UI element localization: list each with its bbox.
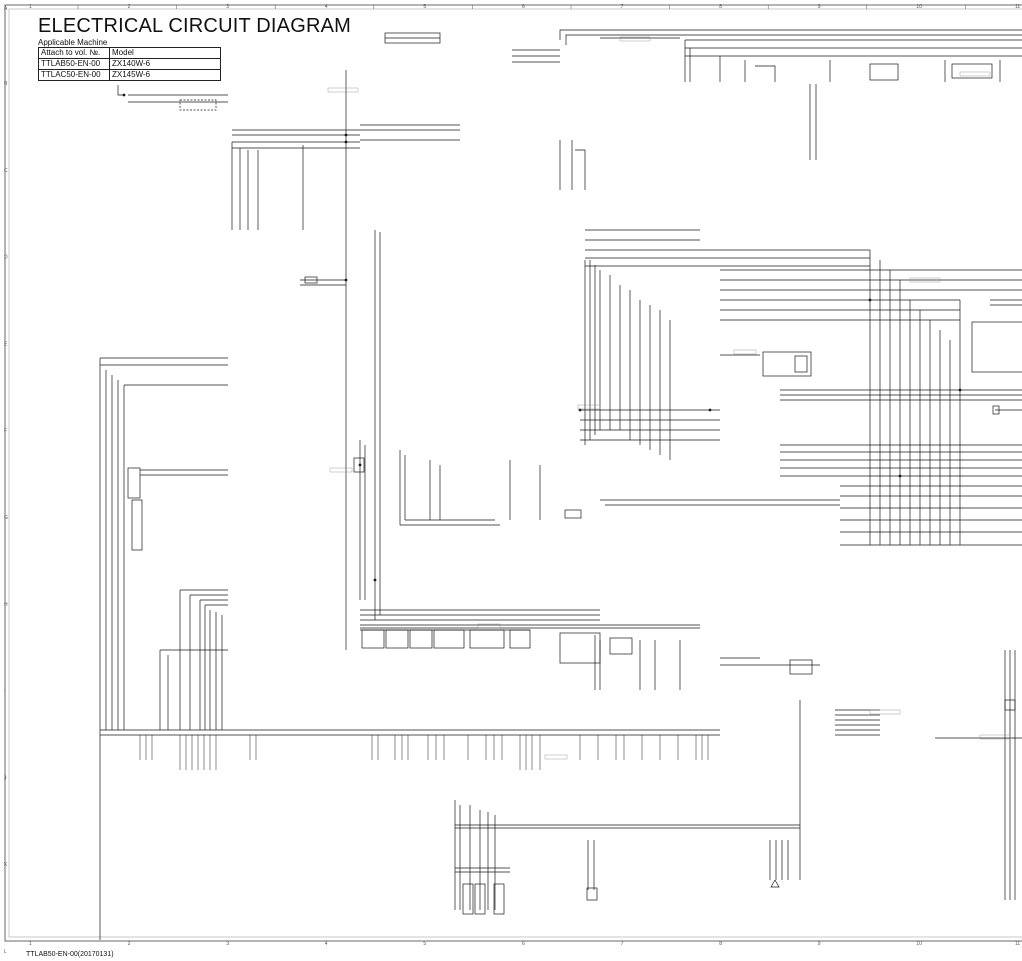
grid-column-label: 1 (29, 941, 32, 947)
grid-column-label: 2 (128, 4, 131, 10)
grid-row-label: J (4, 775, 7, 781)
grid-row-label: G (4, 515, 8, 521)
grid-row-label: H (4, 602, 8, 608)
grid-row-label: F (4, 428, 7, 434)
grid-row-label: C (4, 168, 8, 174)
volume-cell: TTLAC50-EN-00 (38, 69, 110, 81)
grid-column-label: 4 (325, 941, 328, 947)
grid-column-label: 4 (325, 4, 328, 10)
vertical-wire-drops (139, 735, 709, 770)
grid-column-label: 7 (621, 941, 624, 947)
applicable-machine-table: Attach to vol. №. Model TTLAB50-EN-00 ZX… (38, 47, 221, 81)
grid-column-label: 9 (818, 941, 821, 947)
grid-column-label: 2 (128, 941, 131, 947)
applicable-machine-label: Applicable Machine (38, 38, 108, 47)
grid-column-label: 5 (423, 941, 426, 947)
header-cell-volume: Attach to vol. №. (38, 47, 110, 59)
drawing-border (4, 4, 1022, 942)
volume-cell: TTLAB50-EN-00 (38, 58, 110, 70)
grid-column-label: 10 (916, 941, 922, 947)
wire-bundle-left (99, 70, 460, 940)
wire-bundle-bottom (100, 629, 1022, 915)
grid-column-label: 6 (522, 941, 525, 947)
grid-column-label: 3 (226, 4, 229, 10)
model-cell: ZX140W-6 (109, 58, 221, 70)
grid-row-label: B (4, 81, 8, 87)
grid-column-label: 1 (29, 4, 32, 10)
grid-column-label: 11 (1015, 4, 1020, 10)
grid-column-label: 8 (719, 941, 722, 947)
junction-dots (122, 93, 962, 582)
model-cell: ZX145W-6 (109, 69, 221, 81)
grid-column-label: 3 (226, 941, 229, 947)
grid-column-label: 8 (719, 4, 722, 10)
grid-column-label: 9 (818, 4, 821, 10)
wire-bundle-top (384, 29, 1022, 82)
header-cell-model: Model (109, 47, 221, 59)
diagram-title: ELECTRICAL CIRCUIT DIAGRAM (38, 15, 352, 37)
grid-row-label: I (4, 689, 5, 695)
table-row: TTLAB50-EN-00 ZX140W-6 (38, 58, 221, 70)
wire-bundle-center (353, 84, 1022, 629)
grid-column-label: 7 (621, 4, 624, 10)
grid-row-label: K (4, 862, 8, 868)
grid-column-label: 10 (916, 4, 922, 10)
grid-row-label: D (4, 255, 8, 261)
grid-column-label: 11 (1015, 941, 1020, 947)
grid-column-label: 6 (522, 4, 525, 10)
grid-row-label: E (4, 341, 8, 347)
grid-row-label: L (4, 949, 7, 955)
small-label-boxes (327, 36, 1011, 760)
document-code: TTLAB50-EN-00(20170131) (26, 951, 114, 958)
drawing-inner-border (8, 8, 1022, 938)
grid-column-label: 5 (423, 4, 426, 10)
grid-row-label: A (4, 6, 8, 12)
table-header-row: Attach to vol. №. Model (38, 47, 221, 59)
table-row: TTLAC50-EN-00 ZX145W-6 (38, 69, 221, 81)
